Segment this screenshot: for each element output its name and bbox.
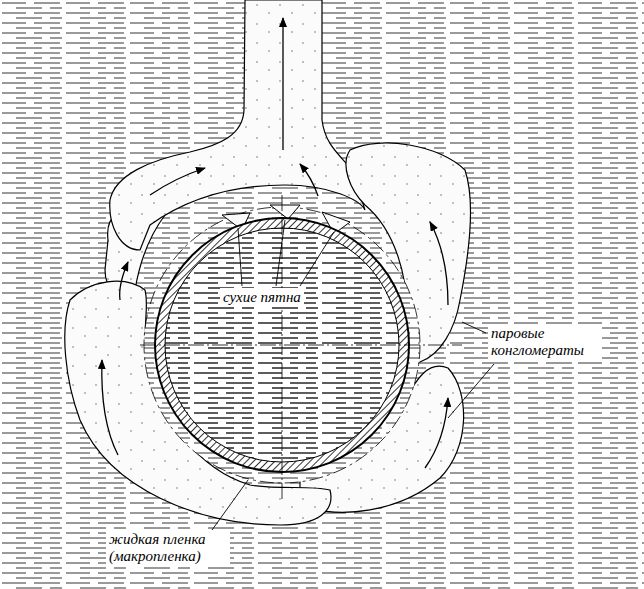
callout-label: сухие пятна — [220, 288, 304, 307]
callout-label: паровые конгломераты — [488, 324, 602, 360]
callout-label: жидкая пленка (макропленка) — [106, 530, 230, 566]
